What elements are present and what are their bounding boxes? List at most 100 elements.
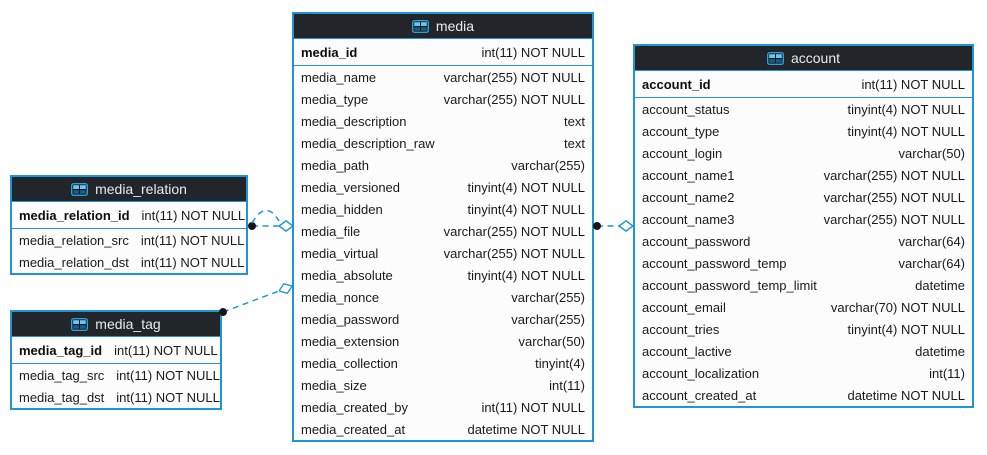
column-type: varchar(255) NOT NULL <box>443 223 585 239</box>
column-name: account_status <box>642 101 730 117</box>
column-type: varchar(255) NOT NULL <box>823 167 965 183</box>
column-type: varchar(64) <box>898 233 965 249</box>
column-type: varchar(255) <box>511 157 585 173</box>
column-name: media_description <box>301 113 407 129</box>
column-type: varchar(255) NOT NULL <box>443 91 585 107</box>
column-row-account_localization[interactable]: account_localization int(11) <box>635 362 972 384</box>
column-name: account_email <box>642 299 726 315</box>
column-row-media_tag_src[interactable]: media_tag_src int(11) NOT NULL <box>12 364 220 386</box>
column-name: account_name1 <box>642 167 735 183</box>
column-name: account_id <box>642 76 711 92</box>
table-header-media[interactable]: media <box>294 14 592 39</box>
column-type: int(11) NOT NULL <box>481 399 585 415</box>
column-row-media_type[interactable]: media_type varchar(255) NOT NULL <box>294 88 592 110</box>
column-name: account_tries <box>642 321 720 337</box>
column-type: tinyint(4) NOT NULL <box>467 179 585 195</box>
column-name: media_size <box>301 377 367 393</box>
column-name: account_name3 <box>642 211 735 227</box>
column-row-account_name1[interactable]: account_name1 varchar(255) NOT NULL <box>635 164 972 186</box>
column-row-media_name[interactable]: media_name varchar(255) NOT NULL <box>294 66 592 88</box>
column-name: media_virtual <box>301 245 379 261</box>
column-name: media_relation_src <box>19 232 129 248</box>
column-type: varchar(255) NOT NULL <box>443 245 585 261</box>
column-type: int(11) NOT NULL <box>140 254 245 270</box>
table-header-account[interactable]: account <box>635 46 972 71</box>
table-header-media_tag[interactable]: media_tag <box>12 312 220 337</box>
column-row-media_created_at[interactable]: media_created_at datetime NOT NULL <box>294 418 592 440</box>
column-type: tinyint(4) NOT NULL <box>847 123 965 139</box>
table-header-media_relation[interactable]: media_relation <box>12 177 246 202</box>
column-row-media_virtual[interactable]: media_virtual varchar(255) NOT NULL <box>294 242 592 264</box>
column-type: int(11) <box>929 365 965 381</box>
column-name: media_name <box>301 69 377 85</box>
column-name: media_path <box>301 157 369 173</box>
table-title: media <box>435 18 475 34</box>
relationship-media-tag-to-media[interactable] <box>223 291 279 312</box>
column-name: media_id <box>301 44 358 60</box>
column-type: varchar(255) <box>511 311 585 327</box>
table-icon <box>766 51 784 65</box>
column-name: media_tag_src <box>19 367 105 383</box>
table-title: media_relation <box>95 181 187 197</box>
relationship-media-relation-to-media-alt[interactable] <box>251 209 280 224</box>
column-name: media_tag_dst <box>19 389 105 405</box>
column-type: varchar(70) NOT NULL <box>830 299 965 315</box>
column-row-media_versioned[interactable]: media_versioned tinyint(4) NOT NULL <box>294 176 592 198</box>
column-row-media_path[interactable]: media_path varchar(255) <box>294 154 592 176</box>
column-name: account_login <box>642 145 723 161</box>
column-type: datetime NOT NULL <box>467 421 585 437</box>
column-row-account_email[interactable]: account_email varchar(70) NOT NULL <box>635 296 972 318</box>
column-name: account_created_at <box>642 387 757 403</box>
column-name: media_tag_id <box>19 342 103 358</box>
column-row-account_status[interactable]: account_status tinyint(4) NOT NULL <box>635 98 972 120</box>
column-type: int(11) NOT NULL <box>116 367 220 383</box>
column-name: account_localization <box>642 365 760 381</box>
column-name: media_extension <box>301 333 400 349</box>
column-name: media_created_at <box>301 421 406 437</box>
column-name: account_password_temp_limit <box>642 277 817 293</box>
column-type: tinyint(4) NOT NULL <box>847 101 965 117</box>
column-type: tinyint(4) NOT NULL <box>467 201 585 217</box>
column-row-account_password[interactable]: account_password varchar(64) <box>635 230 972 252</box>
column-name: account_password <box>642 233 751 249</box>
table-icon <box>71 317 89 331</box>
column-name: account_lactive <box>642 343 732 359</box>
column-name: media_nonce <box>301 289 380 305</box>
column-name: media_type <box>301 91 369 107</box>
column-type: varchar(255) NOT NULL <box>443 69 585 85</box>
column-name: media_versioned <box>301 179 401 195</box>
column-type: tinyint(4) NOT NULL <box>467 267 585 283</box>
